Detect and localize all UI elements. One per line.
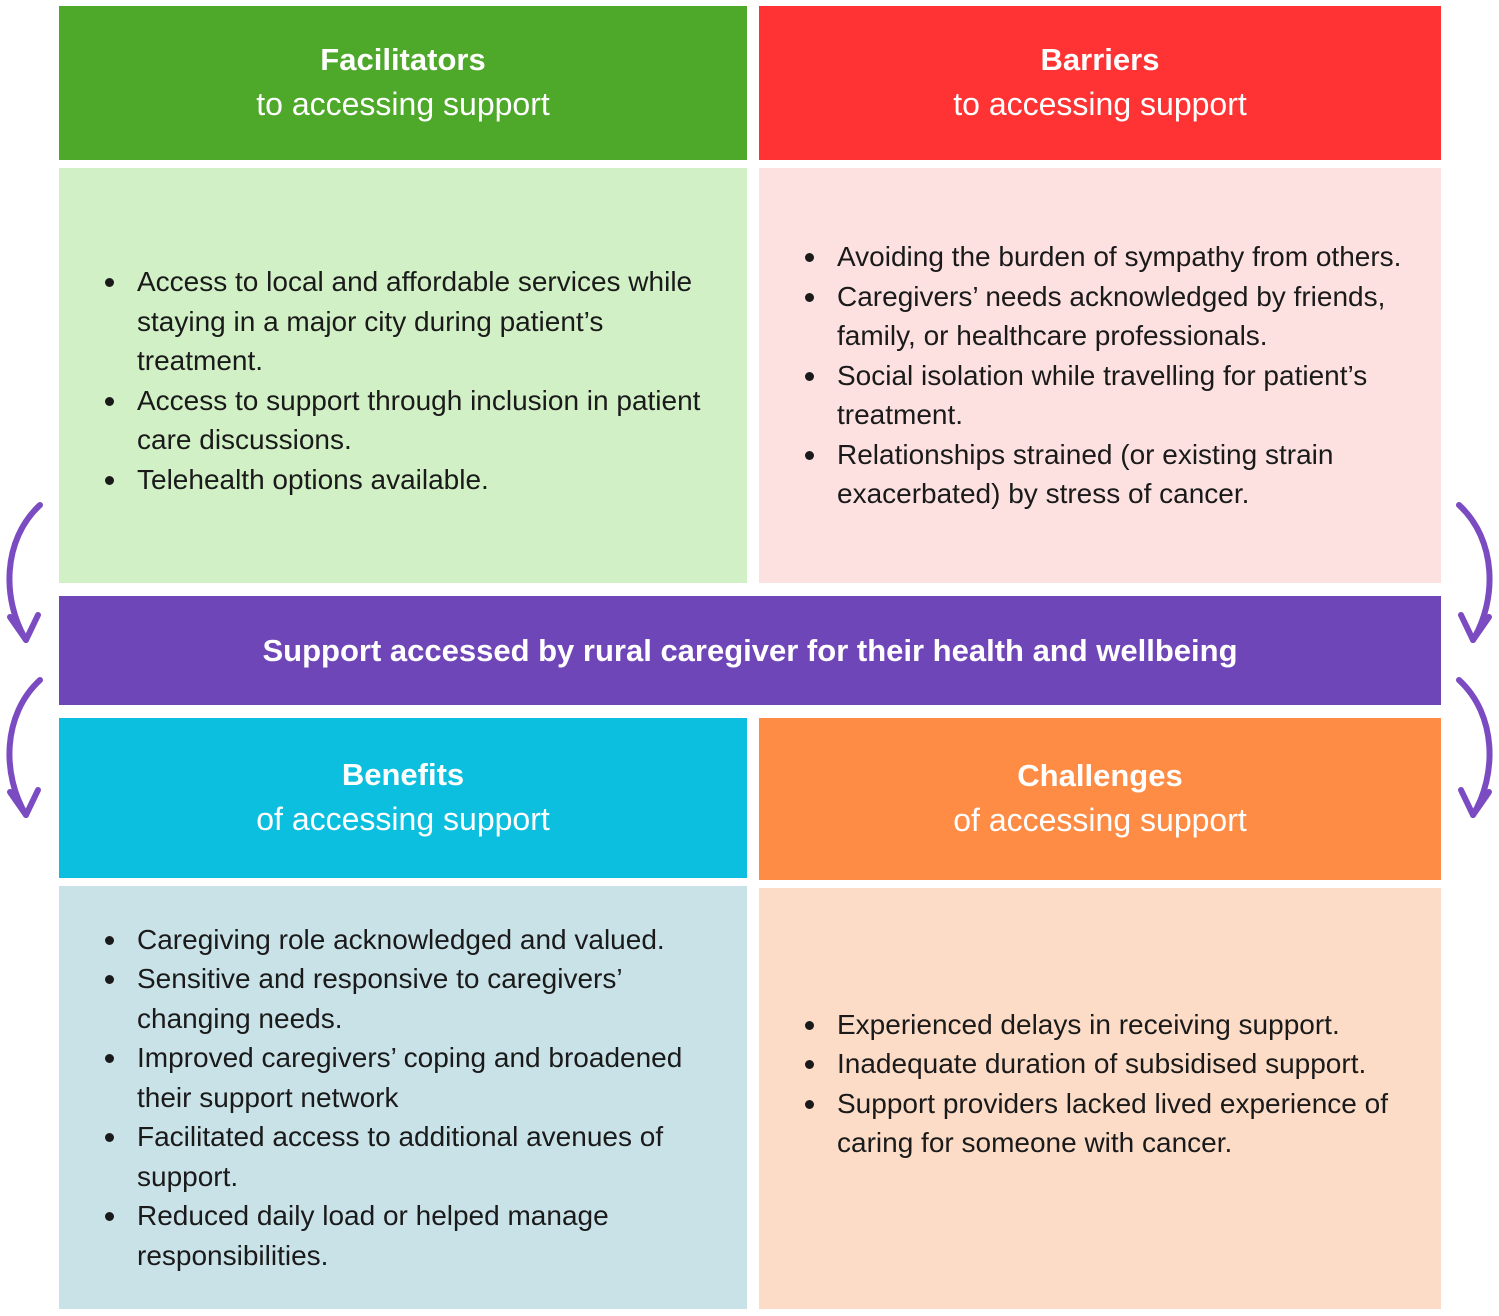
challenges-subtitle: of accessing support [953, 802, 1247, 838]
benefits-header: Benefits of accessing support [59, 718, 747, 878]
barriers-item: Avoiding the burden of sympathy from oth… [799, 237, 1417, 277]
center-label: Support accessed by rural caregiver for … [262, 632, 1238, 668]
barriers-title: Barriers [1040, 42, 1160, 77]
challenges-item: Inadequate duration of subsidised suppor… [799, 1044, 1417, 1084]
facilitators-item: Access to support through inclusion in p… [99, 381, 723, 460]
benefits-item: Reduced daily load or helped manage resp… [99, 1196, 723, 1275]
curved-arrow-down-icon [6, 502, 43, 643]
benefits-item: Facilitated access to additional avenues… [99, 1117, 723, 1196]
curved-arrow-down-icon [6, 677, 43, 818]
benefits-title: Benefits [341, 757, 465, 792]
benefits-list: Caregiving role acknowledged and valued.… [99, 920, 723, 1276]
challenges-item: Support providers lacked lived experienc… [799, 1084, 1417, 1163]
challenges-item: Experienced delays in receiving support. [799, 1005, 1417, 1045]
challenges-header: Challenges of accessing support [759, 718, 1441, 880]
facilitators-header: Facilitators to accessing support [59, 6, 747, 160]
benefits-subtitle: of accessing support [256, 801, 550, 837]
challenges-list: Experienced delays in receiving support.… [799, 1005, 1417, 1163]
facilitators-list: Access to local and affordable services … [99, 262, 723, 499]
facilitators-item: Telehealth options available. [99, 460, 723, 500]
barriers-body: Avoiding the burden of sympathy from oth… [759, 168, 1441, 583]
barriers-item: Relationships strained (or existing stra… [799, 435, 1417, 514]
facilitators-subtitle: to accessing support [256, 86, 550, 122]
center-bar: Support accessed by rural caregiver for … [59, 596, 1441, 705]
barriers-item: Social isolation while travelling for pa… [799, 356, 1417, 435]
barriers-list: Avoiding the burden of sympathy from oth… [799, 237, 1417, 514]
curved-arrow-down-icon [1456, 502, 1493, 643]
curved-arrow-down-icon [1456, 677, 1493, 818]
challenges-body: Experienced delays in receiving support.… [759, 888, 1441, 1309]
barriers-subtitle: to accessing support [953, 86, 1247, 122]
facilitators-body: Access to local and affordable services … [59, 168, 747, 583]
benefits-item: Improved caregivers’ coping and broadene… [99, 1038, 723, 1117]
benefits-item: Sensitive and responsive to caregivers’ … [99, 959, 723, 1038]
challenges-title: Challenges [1017, 758, 1183, 793]
barriers-header: Barriers to accessing support [759, 6, 1441, 160]
facilitators-item: Access to local and affordable services … [99, 262, 723, 381]
barriers-item: Caregivers’ needs acknowledged by friend… [799, 277, 1417, 356]
benefits-body: Caregiving role acknowledged and valued.… [59, 886, 747, 1309]
benefits-item: Caregiving role acknowledged and valued. [99, 920, 723, 960]
facilitators-title: Facilitators [320, 42, 486, 77]
